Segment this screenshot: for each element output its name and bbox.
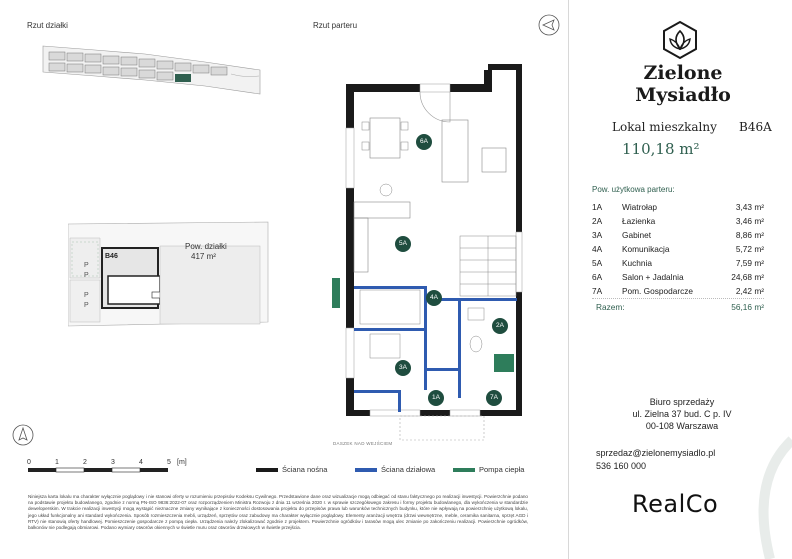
compass-small-icon [12,424,34,446]
room-row: 4A Komunikacja 5,72 m² [592,244,764,255]
room-code: 6A [592,272,603,282]
room-area: 8,86 m² [735,230,764,240]
disclaimer-text: Niniejsza karta lokalu ma charakter wyłą… [28,494,528,531]
room-badge-6a: 6A [416,134,432,150]
plot-view-title: Rzut działki [27,21,68,30]
room-area: 5,72 m² [735,244,764,254]
scale-tick-1: 1 [55,459,59,466]
parking-mark-4: P [84,302,89,309]
scale-tick-5: 5 [167,459,171,466]
legend-partition-wall-swatch [355,468,377,472]
unit-area: 110,18 m² [622,140,700,158]
rooms-header: Pow. użytkowa parteru: [592,185,675,194]
room-row: 6A Salon + Jadalnia 24,68 m² [592,272,764,283]
room-code: 3A [592,230,603,240]
sales-office-address2: 00-108 Warszawa [645,421,719,431]
brand-name: Zielone Mysiadło [635,62,731,106]
room-area: 7,59 m² [735,258,764,268]
room-badge-5a: 5A [395,236,411,252]
room-name: Komunikacja [622,244,670,254]
room-name: Gabinet [622,230,652,240]
unit-title: Lokal mieszkalny [612,120,717,134]
room-area: 24,68 m² [731,272,764,282]
total-label: Razem: [596,302,625,312]
room-code: 4A [592,244,603,254]
scale-tick-2: 2 [83,459,87,466]
room-name: Kuchnia [622,258,652,268]
parking-mark-2: P [84,272,89,279]
room-name: Łazienka [622,216,656,226]
panel-divider [568,0,569,559]
legend-bearing-wall-swatch [256,468,278,472]
compass-north-icon [538,14,560,36]
room-row: 5A Kuchnia 7,59 m² [592,258,764,269]
room-row: 7A Pom. Gospodarcze 2,42 m² [592,286,764,297]
room-area: 2,42 m² [735,286,764,296]
legend-heat-pump-swatch [453,468,475,472]
ground-floor-view-title: Rzut parteru [313,21,358,30]
room-code: 5A [592,258,603,268]
room-code: 1A [592,202,603,212]
contact-email[interactable]: sprzedaz@zielonemysiadlo.pl [596,448,716,458]
scale-bar [28,467,168,473]
total-value: 56,16 m² [731,302,764,312]
legend-bearing-wall: Ściana nośna [282,465,328,474]
room-row: 1A Wiatrołap 3,43 m² [592,202,764,213]
scale-tick-4: 4 [139,459,143,466]
room-area: 3,43 m² [735,202,764,212]
entrance-note: DASZEK NAD WEJŚCIEM [333,441,393,446]
plot-area-value: 417 m² [191,252,216,261]
room-badge-4a: 4A [426,290,442,306]
room-row: 3A Gabinet 8,86 m² [592,230,764,241]
room-code: 2A [592,216,603,226]
legend-partition-wall: Ściana działowa [381,465,436,474]
contact-phone[interactable]: 536 160 000 [596,461,647,471]
room-badge-3a: 3A [395,360,411,376]
parking-mark-1: P [84,262,89,269]
scale-tick-0: 0 [27,459,31,466]
room-name: Wiatrołap [622,202,658,212]
unit-tag: B46 [105,253,118,260]
legend-heat-pump: Pompa ciepła [479,465,525,474]
sales-office-title: Biuro sprzedaży [649,397,715,407]
room-name: Pom. Gospodarcze [622,286,694,296]
leaf-in-hexagon-icon [663,20,697,60]
floor-plan [332,64,523,441]
room-badge-2a: 2A [492,318,508,334]
scale-unit: [m] [177,459,187,466]
rooms-separator [592,298,764,299]
developer-logo: RealCo [632,490,719,518]
site-mini-map [42,45,261,95]
parking-mark-3: P [84,292,89,299]
plot-area-label: Pow. działki [185,242,227,251]
room-badge-1a: 1A [428,390,444,406]
unit-id: B46A [739,120,772,134]
plot-detail-map [68,221,269,327]
room-code: 7A [592,286,603,296]
room-name: Salon + Jadalnia [622,272,684,282]
leaf-watermark-icon [758,436,792,559]
room-row: 2A Łazienka 3,46 m² [592,216,764,227]
scale-tick-3: 3 [111,459,115,466]
room-badge-7a: 7A [486,390,502,406]
room-area: 3,46 m² [735,216,764,226]
sales-office-address1: ul. Zielna 37 bud. C p. IV [632,409,732,419]
